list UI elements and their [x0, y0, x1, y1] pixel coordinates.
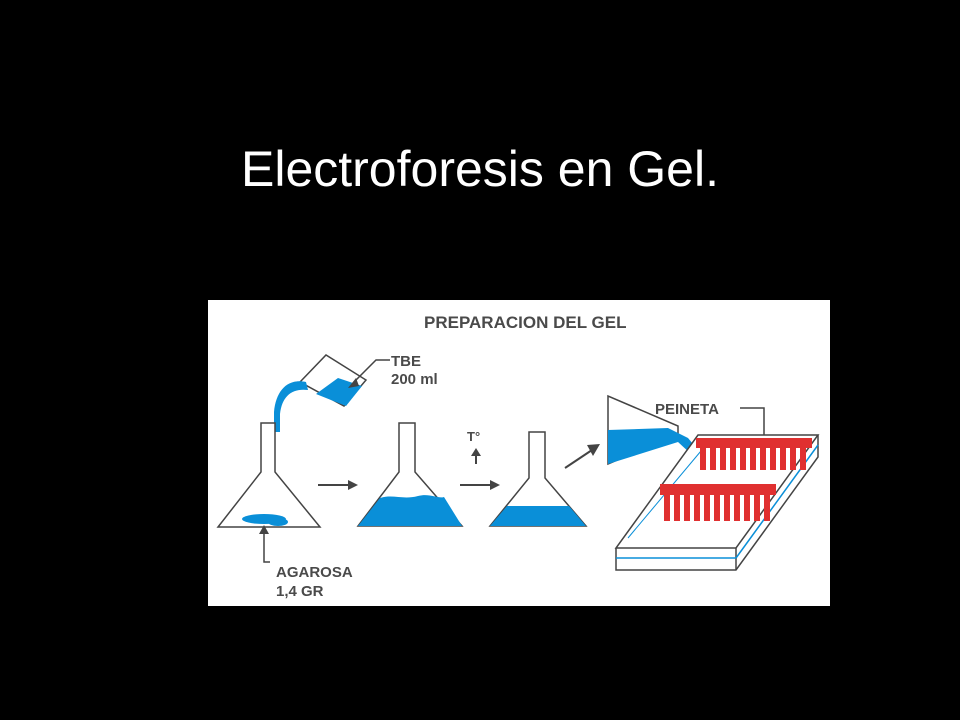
peineta-pointer-arrow: [740, 407, 765, 440]
temperature-up-arrow: [471, 448, 481, 464]
step-arrow-2: [460, 480, 500, 490]
step-arrow-3: [564, 444, 600, 469]
slide-title: Electroforesis en Gel.: [241, 141, 719, 197]
tbe-label: TBE: [391, 353, 421, 370]
flask-mixture: [356, 422, 464, 527]
tbe-pointer-arrow: [353, 359, 390, 383]
tbe-volume-label: 200 ml: [391, 371, 438, 388]
gel-preparation-diagram: PREPARACION DEL GEL TBE 200 ml AGAROSA 1…: [208, 300, 830, 606]
diagram-title: PREPARACION DEL GEL: [424, 313, 626, 332]
flask-agarose: [216, 422, 322, 528]
agarosa-pointer-arrow: [263, 532, 270, 563]
peineta-label: PEINETA: [655, 401, 719, 418]
tbe-pour-stream: [274, 381, 308, 432]
comb-back: [696, 438, 812, 470]
diagram-canvas: PREPARACION DEL GEL TBE 200 ml AGAROSA 1…: [216, 313, 820, 600]
agarosa-label: AGAROSA: [276, 564, 353, 581]
agarosa-amount-label: 1,4 GR: [276, 583, 324, 600]
temperature-label: T°: [467, 429, 480, 444]
step-arrow-1: [318, 480, 358, 490]
flask-heated: [488, 431, 588, 527]
comb-front: [660, 484, 776, 521]
